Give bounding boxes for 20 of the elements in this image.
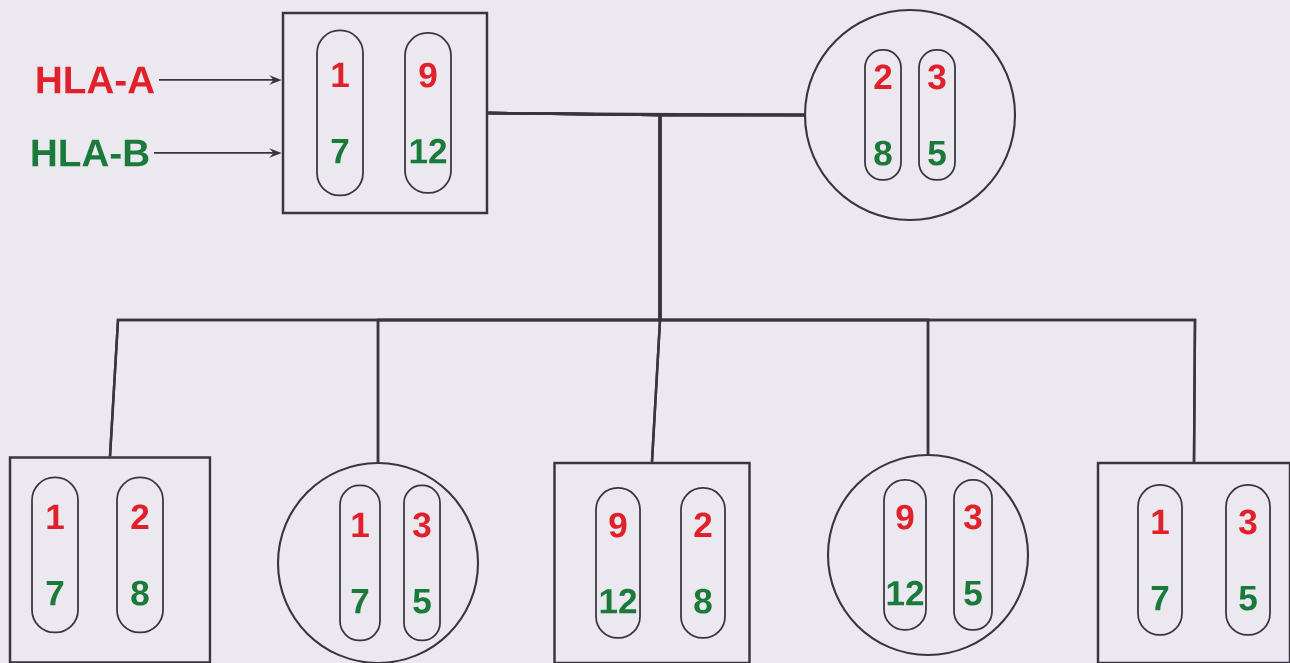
locus-label: HLA-A: [37, 66, 155, 94]
chromosome-pair: 1 7: [1137, 484, 1183, 636]
chromosome-pair: 1 7: [339, 484, 381, 642]
chromosome-pair: 9 12: [883, 479, 927, 631]
chromosome-pair: 2 8: [680, 487, 726, 639]
chromosome-pair: 3 5: [953, 479, 993, 631]
chromosome-pair: 2 8: [116, 476, 164, 634]
chromosome-pair: 1 7: [316, 29, 364, 197]
descent-line: [658, 113, 1197, 462]
chromosome-pair: 2 8: [864, 49, 902, 181]
chromosome-pair: 9 12: [404, 32, 452, 194]
chromosome-pair: 9 12: [595, 487, 641, 639]
chromosome-pair: 3 5: [918, 49, 956, 181]
chromosome-pair: 1 7: [31, 476, 79, 634]
female-circle: [826, 453, 1030, 657]
chromosome-pair: 3 5: [403, 484, 441, 642]
male-square: [281, 11, 489, 215]
chromosome-pair: 3 5: [1225, 484, 1271, 636]
female-circle: [803, 8, 1017, 222]
locus-label: HLA-B: [32, 139, 149, 167]
